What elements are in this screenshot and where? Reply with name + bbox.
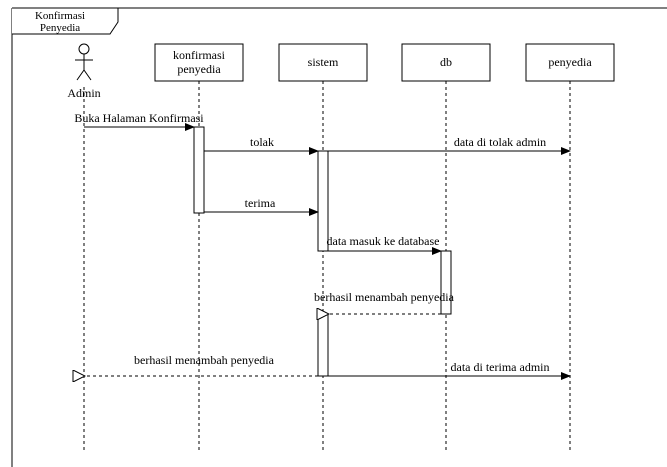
lifeline-box	[525, 43, 615, 82]
lifeline-label: db	[440, 55, 452, 69]
message-label: tolak	[250, 135, 274, 149]
message-label: berhasil menambah penyedia	[314, 290, 455, 304]
lifeline-sistem: sistem	[278, 43, 368, 452]
actor-icon	[75, 43, 93, 81]
actor-admin: Admin	[67, 43, 101, 452]
message-label: terima	[245, 196, 276, 210]
message-berhasil-admin: berhasil menambah penyedia	[85, 353, 318, 376]
message-label: data di tolak admin	[454, 135, 546, 149]
frame-title-tab	[12, 7, 119, 35]
frame-title-line1: Konfirmasi	[35, 10, 85, 22]
activation-db	[440, 250, 452, 315]
lifeline-label: penyedia	[548, 55, 592, 69]
message-masuk: data masuk ke database	[323, 234, 442, 255]
diagram-frame: Konfirmasi Penyedia	[11, 7, 667, 467]
lifeline-penyedia: penyedia	[525, 43, 615, 452]
lifeline-konfirmasi: konfirmasi penyedia	[154, 43, 244, 452]
message-diterima: data di terima admin	[328, 360, 571, 380]
activation-konfirmasi	[193, 126, 205, 214]
activation-sistem-2	[317, 313, 329, 377]
frame-title-line2: Penyedia	[40, 22, 80, 34]
message-label: data di terima admin	[451, 360, 550, 374]
message-terima: terima	[204, 196, 319, 216]
lifeline-db: db	[401, 43, 491, 452]
message-ditolak: data di tolak admin	[328, 135, 571, 155]
message-buka: Buka Halaman Konfirmasi	[74, 111, 204, 131]
message-berhasil-db: berhasil menambah penyedia	[314, 290, 455, 314]
message-label: data masuk ke database	[327, 234, 440, 248]
lifeline-box	[278, 43, 368, 82]
lifeline-label-line1: konfirmasi	[173, 48, 226, 62]
message-label: berhasil menambah penyedia	[134, 353, 275, 367]
message-tolak: tolak	[204, 135, 319, 155]
lifeline-label-line2: penyedia	[177, 62, 221, 76]
lifeline-label: sistem	[308, 55, 339, 69]
lifeline-box	[401, 43, 491, 82]
message-label: Buka Halaman Konfirmasi	[74, 111, 204, 125]
